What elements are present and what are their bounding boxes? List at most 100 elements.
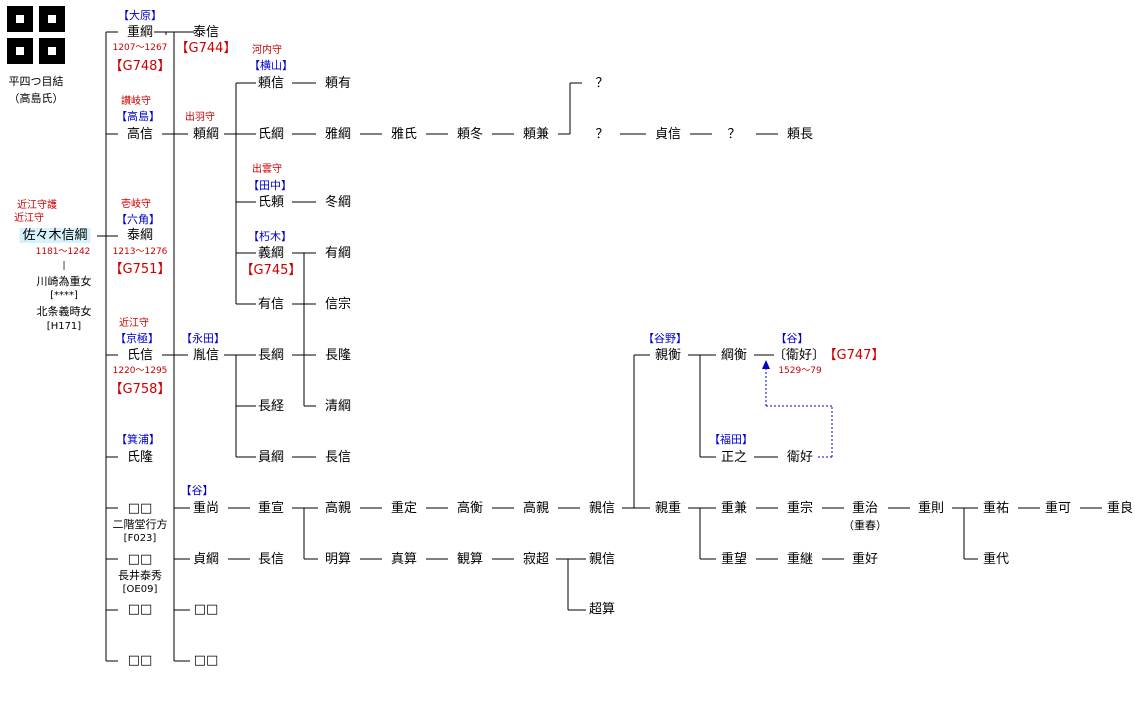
person-title: 出雲守 (252, 164, 282, 175)
person-name[interactable]: 有信 (257, 297, 285, 312)
person-name[interactable]: 重望 (720, 552, 748, 567)
person-name[interactable]: 頼綱 (192, 127, 220, 142)
family-crest-icon (7, 6, 65, 64)
son-note-ref: [F023] (123, 533, 157, 544)
person-name[interactable]: 貞綱 (192, 552, 220, 567)
person-name[interactable]: 長経 (257, 399, 285, 414)
founder-name[interactable]: 佐々木信綱 (19, 228, 91, 243)
son-dates: 1220～1295 (112, 366, 168, 376)
son-note-ref: [OE09] (122, 584, 158, 595)
son-ref[interactable]: 【G751】 (109, 262, 171, 277)
person-name[interactable]: 胤信 (192, 348, 220, 363)
founder-sep: | (62, 261, 66, 271)
son-ref[interactable]: 【G748】 (109, 59, 171, 74)
person-name: □□ (193, 653, 219, 668)
person-name[interactable]: 氏綱 (257, 127, 285, 142)
person-name[interactable]: 超算 (588, 602, 616, 617)
son-name[interactable]: 氏信 (126, 348, 154, 363)
person-name[interactable]: 長綱 (257, 348, 285, 363)
son-name[interactable]: 氏隆 (126, 450, 154, 465)
person-name[interactable]: 頼冬 (456, 127, 484, 142)
son-ref[interactable]: 【G758】 (109, 382, 171, 397)
person-name[interactable]: 頼有 (324, 76, 352, 91)
son-clan: 【高島】 (116, 110, 160, 123)
person-name[interactable]: 重定 (390, 501, 418, 516)
person-name[interactable]: 観算 (456, 552, 484, 567)
person-ref[interactable]: 【G745】 (240, 263, 302, 278)
person-name[interactable]: 親衡 (654, 348, 682, 363)
person-name[interactable]: 高衡 (456, 501, 484, 516)
son-name: □□ (127, 602, 153, 617)
son-name[interactable]: 高信 (126, 127, 154, 142)
son-name: □□ (127, 501, 153, 516)
person-name[interactable]: 雅綱 (324, 127, 352, 142)
person-name[interactable]: 義綱 (257, 246, 285, 261)
person-name[interactable]: 泰信 (192, 25, 220, 40)
person-name[interactable]: 有綱 (324, 246, 352, 261)
son-title: 近江守 (119, 318, 149, 329)
founder-dates: 1181～1242 (35, 247, 91, 257)
son-clan: 【六角】 (116, 213, 160, 226)
son-dates: 1207～1267 (112, 43, 168, 53)
person-ref[interactable]: 【G744】 (175, 41, 237, 56)
person-name[interactable]: 親信 (588, 501, 616, 516)
person-name[interactable]: 衛好 (786, 450, 814, 465)
person-name[interactable]: 〔衛好〕 (772, 348, 826, 363)
person-name[interactable]: 重可 (1044, 501, 1072, 516)
person-name[interactable]: 重宗 (786, 501, 814, 516)
person-name[interactable]: 重宣 (257, 501, 285, 516)
person-name[interactable]: 正之 (720, 450, 748, 465)
person-name[interactable]: 高親 (522, 501, 550, 516)
son-note: 二階堂行方 (112, 518, 168, 531)
person-name[interactable]: 重継 (786, 552, 814, 567)
person-name[interactable]: 貞信 (654, 127, 682, 142)
person-name[interactable]: 長隆 (324, 348, 352, 363)
son-name: □□ (127, 552, 153, 567)
person-name[interactable]: 高親 (324, 501, 352, 516)
person-name[interactable]: 重則 (917, 501, 945, 516)
person-name[interactable]: 頼兼 (522, 127, 550, 142)
son-name: □□ (127, 653, 153, 668)
son-name[interactable]: 重綱 (126, 25, 154, 40)
person-ref[interactable]: 【G747】 (823, 348, 885, 363)
person-name[interactable]: 信宗 (324, 297, 352, 312)
person-name[interactable]: 重良 (1106, 501, 1134, 516)
person-title: 出羽守 (185, 112, 215, 123)
person-clan: 【横山】 (249, 59, 293, 72)
person-name[interactable]: 重尚 (192, 501, 220, 516)
person-name[interactable]: 明算 (324, 552, 352, 567)
person-clan: 【谷野】 (643, 332, 687, 345)
person-name[interactable]: 頼長 (786, 127, 814, 142)
arrow-head-icon (762, 360, 770, 369)
son-title: 壱岐守 (121, 199, 151, 210)
person-name[interactable]: 雅氏 (390, 127, 418, 142)
person-name[interactable]: 綱衡 (720, 348, 748, 363)
son-name[interactable]: 泰綱 (126, 228, 154, 243)
person-name[interactable]: 親信 (588, 552, 616, 567)
person-name[interactable]: 重治 (851, 501, 879, 516)
son-clan: 【京極】 (115, 332, 159, 345)
person-name[interactable]: 重兼 (720, 501, 748, 516)
son-note: 長井泰秀 (118, 569, 162, 582)
person-name[interactable]: 氏頼 (257, 195, 285, 210)
person-name: ？ (595, 76, 609, 91)
person-name[interactable]: 重祐 (982, 501, 1010, 516)
person-clan: 【田中】 (248, 179, 292, 192)
person-name[interactable]: 重代 (982, 552, 1010, 567)
person-name[interactable]: 重好 (851, 552, 879, 567)
person-name[interactable]: 親重 (654, 501, 682, 516)
person-name[interactable]: 清綱 (324, 399, 352, 414)
crest-caption-clan: （高島氏） (8, 92, 64, 105)
person-clan: 【朽木】 (248, 230, 292, 243)
founder-title-2: 近江守 (14, 213, 44, 224)
person-name[interactable]: 寂超 (522, 552, 550, 567)
wife-1-ref: [****] (50, 290, 78, 301)
person-name[interactable]: 冬綱 (324, 195, 352, 210)
person-clan: 【谷】 (775, 332, 809, 345)
person-name[interactable]: 長信 (324, 450, 352, 465)
person-name[interactable]: 長信 (257, 552, 285, 567)
person-name[interactable]: 頼信 (257, 76, 285, 91)
person-name[interactable]: 員綱 (257, 450, 285, 465)
wife-1: 川崎為重女 (36, 275, 92, 288)
person-name[interactable]: 真算 (390, 552, 418, 567)
